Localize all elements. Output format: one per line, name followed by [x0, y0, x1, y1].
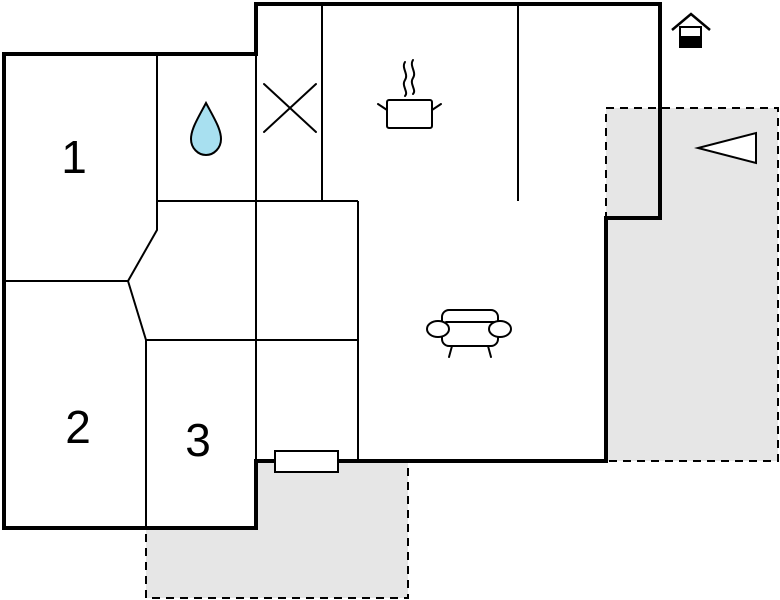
room-label-3: 3 — [185, 414, 211, 466]
window-icon — [274, 450, 339, 473]
outer-walls — [2, 2, 662, 530]
cross-icon — [263, 83, 317, 133]
house-entrance-icon — [671, 12, 711, 48]
room-label-2: 2 — [65, 401, 91, 453]
water-drop-icon — [189, 100, 223, 157]
interior-walls — [4, 4, 519, 528]
direction-arrow-icon — [694, 131, 757, 165]
cooking-pot-icon — [377, 59, 442, 129]
room-label-1: 1 — [61, 131, 87, 183]
sofa-icon — [426, 309, 512, 358]
